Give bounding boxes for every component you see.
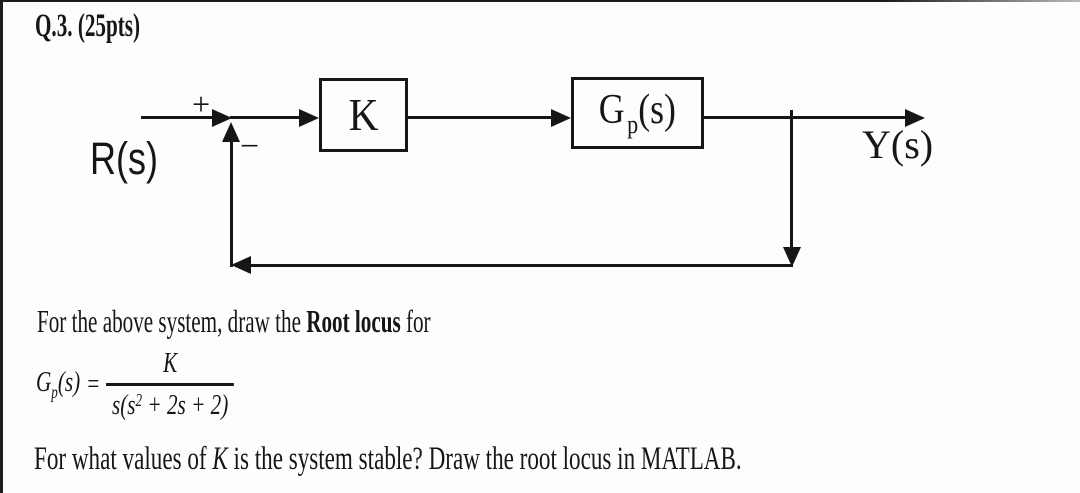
instruction-post: for [400, 303, 431, 339]
instruction-text: For the above system, draw the Root locu… [37, 302, 431, 340]
fraction-bar [106, 382, 235, 386]
question-pre: For what values of [34, 441, 213, 477]
feedback-line [249, 264, 793, 267]
denominator-post: + 2s + 2) [142, 388, 229, 421]
plant-label-base: G [598, 86, 625, 133]
plant-block: Gp(s) [571, 77, 704, 149]
feedback-up-line [230, 140, 233, 267]
plant-label-argument: (s) [638, 86, 677, 133]
equation-fraction: K s(s2 + 2s + 2) [106, 347, 235, 422]
fraction-denominator: s(s2 + 2s + 2) [106, 386, 234, 422]
feedback-up-arrowhead [222, 122, 240, 142]
instruction-pre: For the above system, draw the [37, 303, 307, 339]
equation-lhs-subscript: p [51, 382, 58, 402]
question-post: is the system stable? Draw the root locu… [227, 441, 742, 477]
summing-to-gain-line [230, 116, 299, 119]
question-title: Q.3. (25pts) [35, 8, 141, 44]
feedback-down-arrowhead [783, 247, 801, 267]
output-line [704, 116, 906, 119]
plant-input-arrowhead [551, 109, 571, 127]
question-emphasis: K [212, 441, 228, 477]
gain-input-arrowhead [299, 109, 319, 127]
output-signal-label: Y(s) [862, 122, 934, 167]
equation-lhs-base: G [36, 366, 52, 398]
feedback-left-arrowhead [231, 256, 251, 274]
denominator-exponent: 2 [135, 389, 143, 410]
instruction-bold: Root locus [306, 303, 401, 339]
output-arrowhead [905, 109, 925, 127]
denominator-pre: s(s [112, 388, 136, 421]
equation-lhs-argument: (s) [57, 366, 81, 398]
gain-to-plant-line [407, 116, 552, 119]
gain-block: K [319, 78, 408, 152]
plant-label-subscript: p [627, 109, 639, 139]
summing-minus-sign: − [240, 128, 260, 165]
transfer-function-equation: Gp(s) = K s(s2 + 2s + 2) [36, 347, 235, 422]
question-text: For what values of K is the system stabl… [34, 440, 742, 480]
takeoff-line [790, 110, 793, 249]
page-left-border [0, 0, 3, 493]
gain-block-label: K [348, 89, 379, 140]
equation-lhs: Gp(s) [36, 366, 81, 403]
input-line [141, 116, 213, 119]
summing-plus-sign: + [192, 86, 211, 122]
page-top-border [0, 0, 1080, 2]
input-signal-label: R(s) [90, 133, 158, 184]
equation-equals-sign: = [86, 367, 101, 400]
fraction-numerator: K [163, 347, 178, 379]
plant-block-label: Gp(s) [599, 89, 676, 138]
